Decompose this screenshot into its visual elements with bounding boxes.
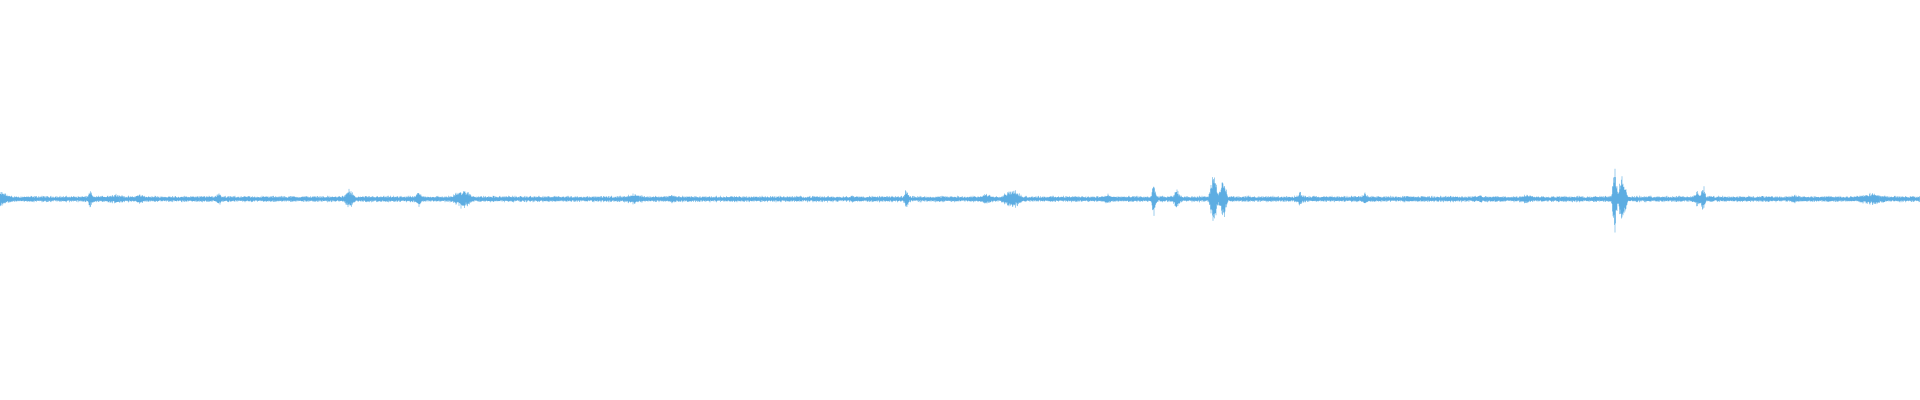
waveform-segment xyxy=(1519,194,1560,204)
waveform-segment xyxy=(1359,192,1400,204)
waveform-segment xyxy=(1839,192,1880,205)
waveform-segment xyxy=(1559,195,1600,203)
waveform-segment xyxy=(239,195,280,203)
waveform-segment xyxy=(1599,168,1640,233)
waveform-segment xyxy=(1239,195,1280,203)
waveform-segment xyxy=(79,191,120,208)
waveform-segment xyxy=(399,193,440,207)
waveform-segment xyxy=(1399,195,1440,203)
waveform-segment xyxy=(759,195,800,203)
waveform-segment xyxy=(1279,191,1320,206)
waveform-segment xyxy=(559,195,600,203)
waveform-segment xyxy=(1319,195,1360,203)
waveform-segment xyxy=(359,195,400,203)
waveform-segment xyxy=(319,188,360,208)
waveform-segment xyxy=(1119,186,1160,216)
waveform-segment xyxy=(639,195,680,204)
waveform-segment xyxy=(1799,195,1840,202)
waveform-segment xyxy=(919,195,960,203)
waveform-segment xyxy=(39,195,80,203)
waveform-segment xyxy=(999,190,1040,208)
waveform-segment xyxy=(719,195,760,203)
waveform-segment xyxy=(519,195,560,203)
waveform-segment xyxy=(1639,195,1680,203)
waveform-segment xyxy=(199,193,240,205)
waveform-segment xyxy=(959,193,1000,204)
waveform-segment xyxy=(1479,195,1520,203)
waveform-segment xyxy=(879,190,920,207)
waveform-segment xyxy=(1079,193,1120,204)
waveform-segment xyxy=(0,192,40,207)
waveform-segment xyxy=(1039,195,1080,203)
waveform-segment xyxy=(119,194,160,204)
waveform-segment xyxy=(839,195,880,203)
waveform-segment xyxy=(1879,195,1920,203)
waveform-segment xyxy=(439,191,480,209)
waveform-segment xyxy=(1759,194,1800,204)
waveform-segment xyxy=(1719,195,1760,203)
waveform-segment xyxy=(1159,189,1200,208)
waveform-segment xyxy=(599,193,640,205)
waveform-segment xyxy=(1679,186,1720,210)
waveform-bars xyxy=(0,168,1920,233)
waveform-segment xyxy=(679,195,720,203)
waveform-segment xyxy=(159,195,200,203)
waveform-segment xyxy=(1199,177,1240,221)
waveform-segment xyxy=(1439,195,1480,203)
waveform-segment xyxy=(279,195,320,202)
waveform-segment xyxy=(479,195,520,203)
waveform-segment xyxy=(799,195,840,203)
